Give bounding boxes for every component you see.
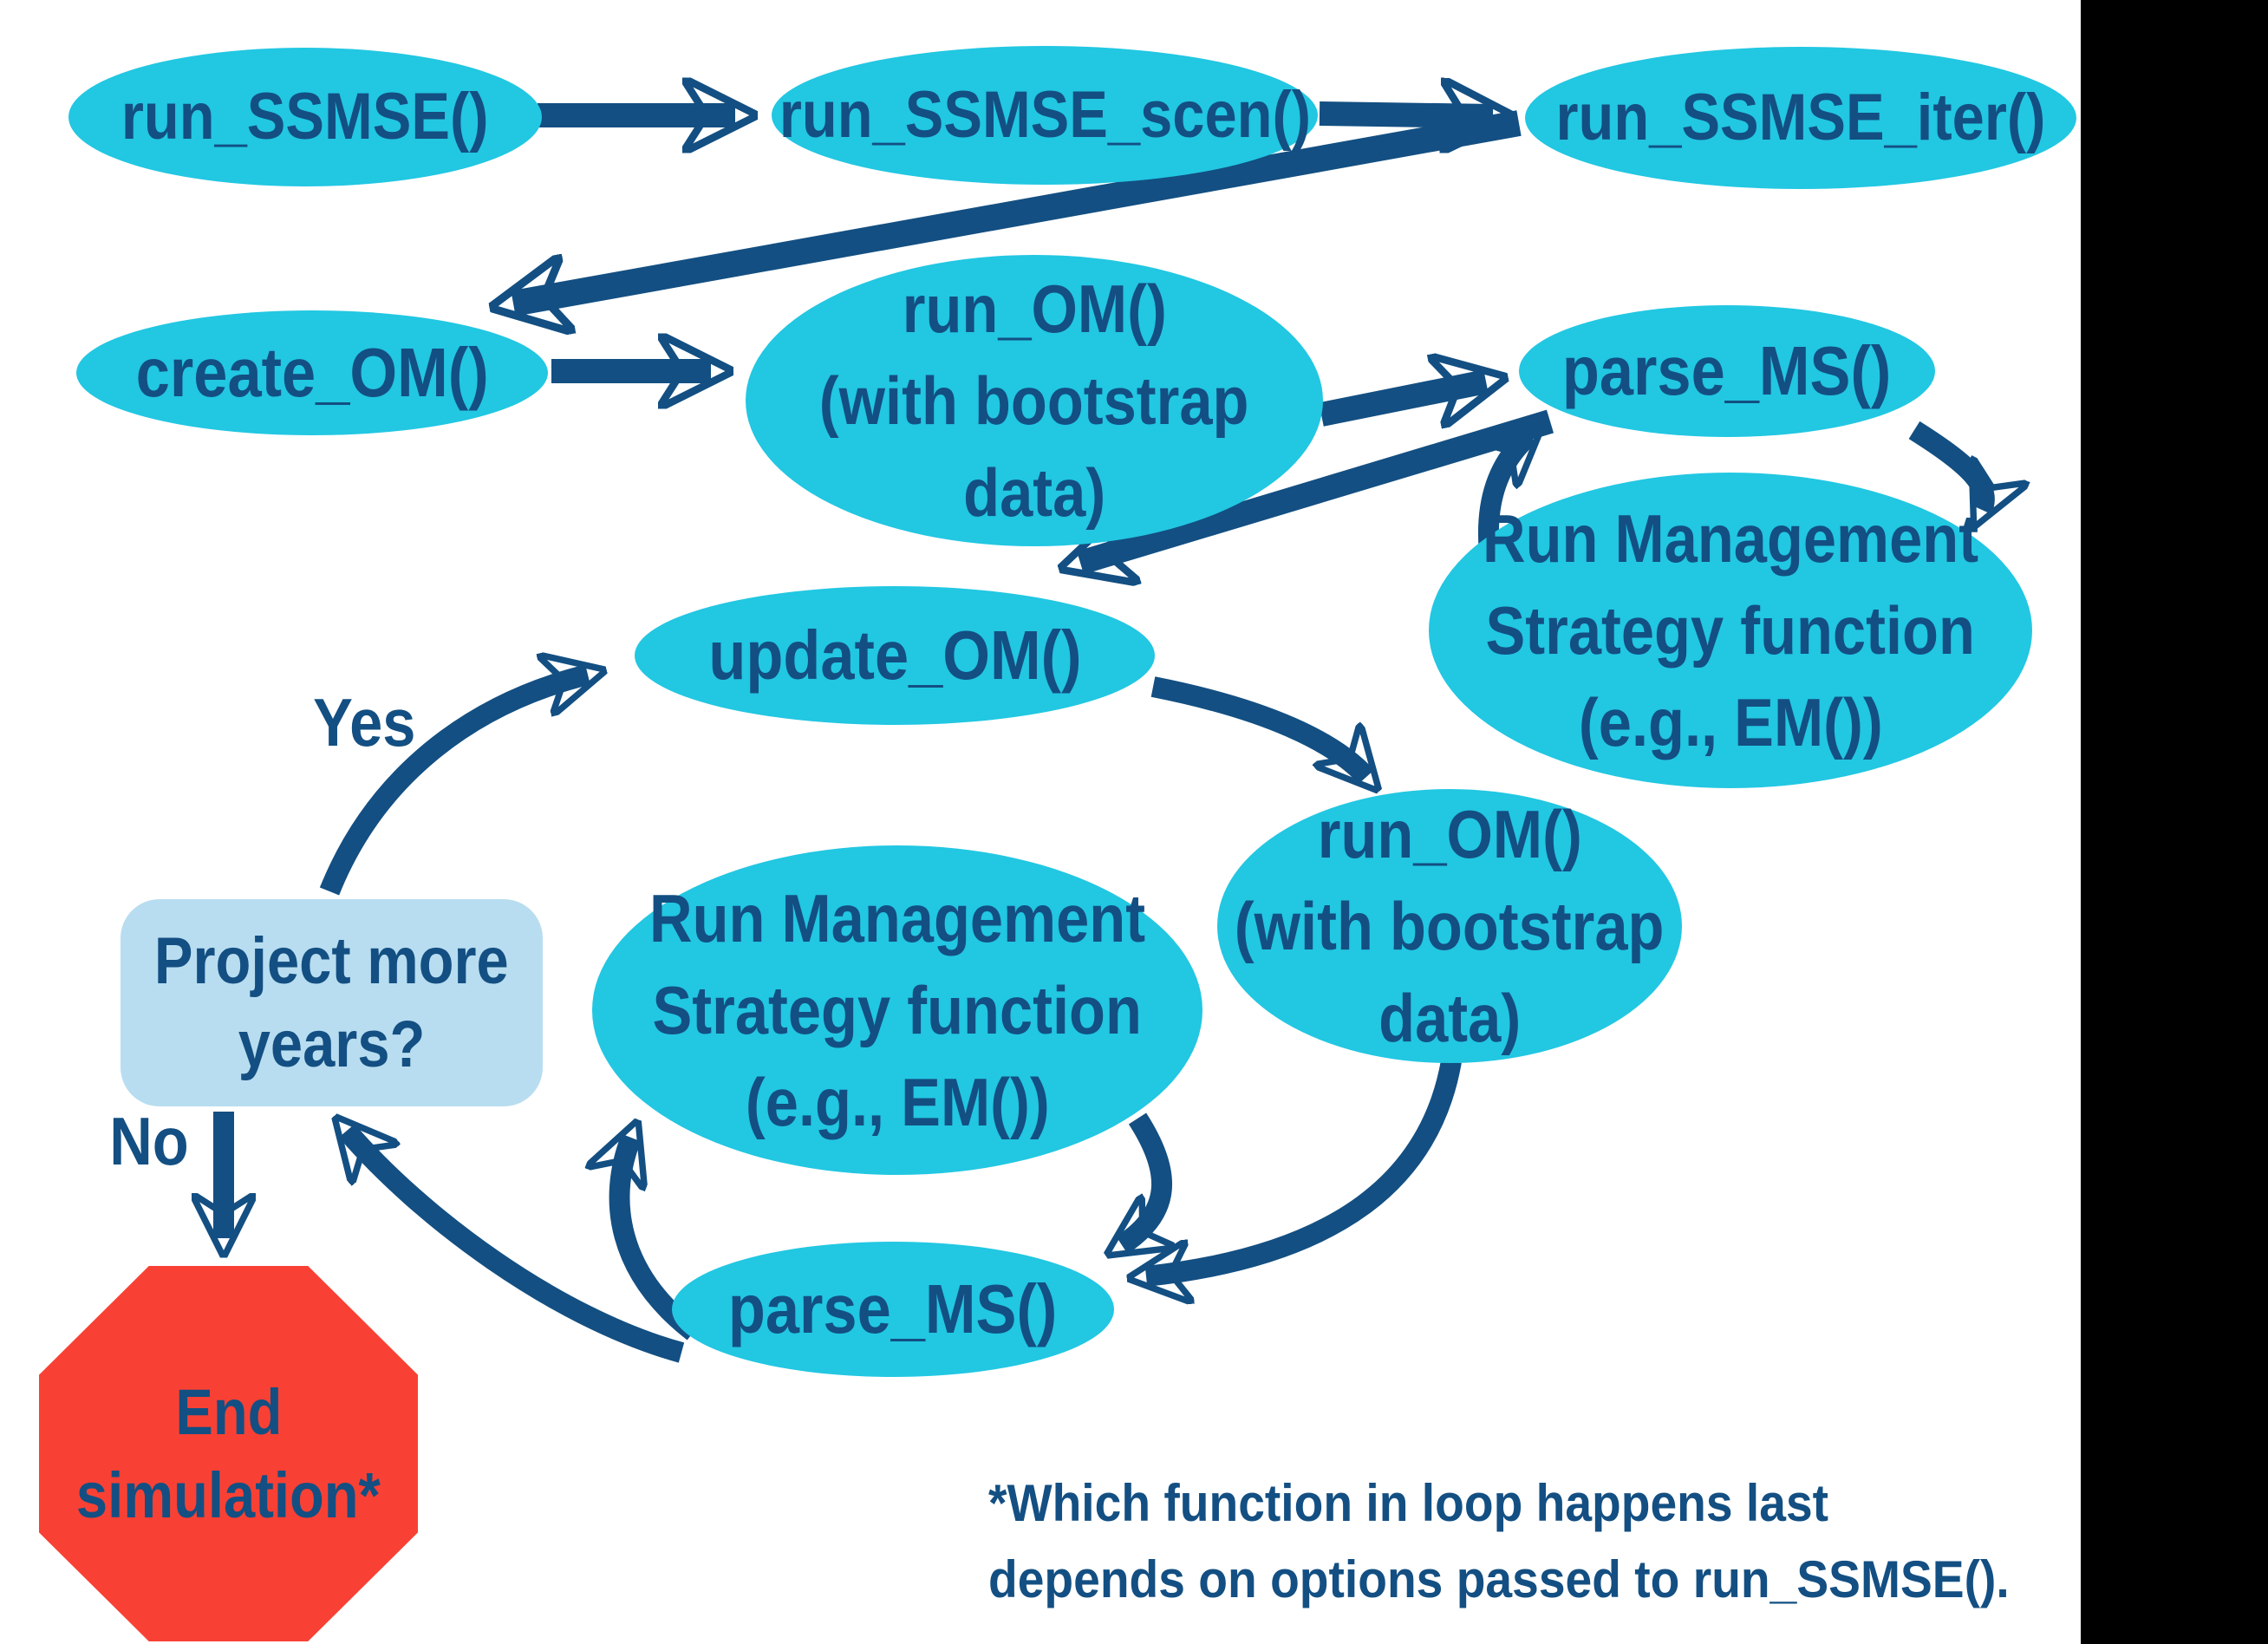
node-run_OM-bootstrap-1: run_OM() (with bootstrap data) (746, 255, 1323, 546)
node-run-MS-2-line3: (e.g., EM()) (745, 1064, 1050, 1140)
edge-label-yes: Yes (312, 684, 416, 760)
node-parse_MS-2: parse_MS() (672, 1242, 1114, 1377)
node-run_SSMSE_scen: run_SSMSE_scen() (772, 46, 1318, 185)
node-run-MS-1-line3: (e.g., EM()) (1578, 684, 1883, 760)
node-run-MS-2-line1: Run Management (648, 880, 1146, 956)
end-line2: simulation* (76, 1458, 381, 1531)
arrow-parse_MS-loop-to-run_MS-loop (620, 1138, 701, 1341)
arrow-parse_MS-to-update_OM (1080, 409, 1554, 563)
node-run_SSMSE_iter: run_SSMSE_iter() (1525, 47, 2076, 189)
footnote: *Which function in loop happens last dep… (988, 1465, 2072, 1618)
right-black-bar (2081, 0, 2268, 1644)
node-update_OM-label: update_OM() (707, 616, 1082, 694)
arrow-run_MS-loop-to-parse_MS-loop (1122, 1112, 1162, 1245)
arrow-run_SSMSE_iter-to-create_OM (513, 110, 1522, 303)
arrow-update_OM-to-run_OM-loop (1150, 676, 1366, 777)
footnote-line2: depends on options passed to run_SSMSE()… (988, 1550, 2010, 1608)
node-run_SSMSE-label: run_SSMSE() (121, 80, 489, 153)
node-run_OM-1-line2: (with bootstrap (819, 362, 1249, 439)
node-run-MS-1-line2: Strategy function (1485, 592, 1976, 669)
arrow-run_OM-loop-to-parse_MS-loop (1146, 1059, 1462, 1276)
arrow-decision-yes-to-update_OM (319, 675, 588, 896)
node-run_OM-2-line1: run_OM() (1317, 796, 1582, 872)
node-parse_MS-2-label: parse_MS() (728, 1270, 1058, 1347)
node-run_SSMSE_iter-label: run_SSMSE_iter() (1555, 81, 2046, 154)
node-parse_MS-1-label: parse_MS() (1562, 332, 1892, 409)
node-run_SSMSE_scen-label: run_SSMSE_scen() (779, 78, 1311, 152)
arrow-parse_MS-to-run_MS (1908, 421, 1984, 510)
node-run_OM-1-line1: run_OM() (902, 271, 1167, 347)
node-end-simulation: End simulation* (39, 1266, 418, 1641)
node-run_OM-2-line2: (with bootstrap (1235, 888, 1665, 964)
node-run-management-strategy-2: Run Management Strategy function (e.g., … (592, 845, 1202, 1175)
node-parse_MS-1: parse_MS() (1519, 305, 1935, 437)
node-run-MS-2-line2: Strategy function (652, 972, 1143, 1048)
edge-label-no: No (109, 1103, 189, 1179)
node-run_SSMSE: run_SSMSE() (68, 48, 542, 186)
node-create_OM: create_OM() (76, 310, 548, 435)
end-line1: End (174, 1375, 282, 1448)
node-create_OM-label: create_OM() (135, 334, 489, 411)
node-run_OM-bootstrap-2: run_OM() (with bootstrap data) (1217, 789, 1682, 1063)
node-run-management-strategy-1: Run Management Strategy function (e.g., … (1429, 473, 2032, 788)
arrow-run_OM-to-parse_MS (1319, 382, 1486, 414)
decision-line1: Project more (154, 923, 509, 998)
node-update_OM: update_OM() (635, 586, 1155, 725)
node-run_OM-1-line3: data) (962, 454, 1105, 531)
node-run-MS-1-line1: Run Management (1482, 500, 1979, 577)
decision-line2: years? (238, 1007, 426, 1081)
arrow-parse_MS-loop-to-decision (347, 1131, 685, 1363)
footnote-line1: *Which function in loop happens last (988, 1474, 1829, 1532)
arrow-run_SSMSE_scen-to-run_SSMSE_iter (1319, 114, 1493, 116)
node-decision-project-more-years: Project more years? (121, 899, 543, 1106)
node-run_OM-2-line3: data) (1378, 980, 1521, 1056)
